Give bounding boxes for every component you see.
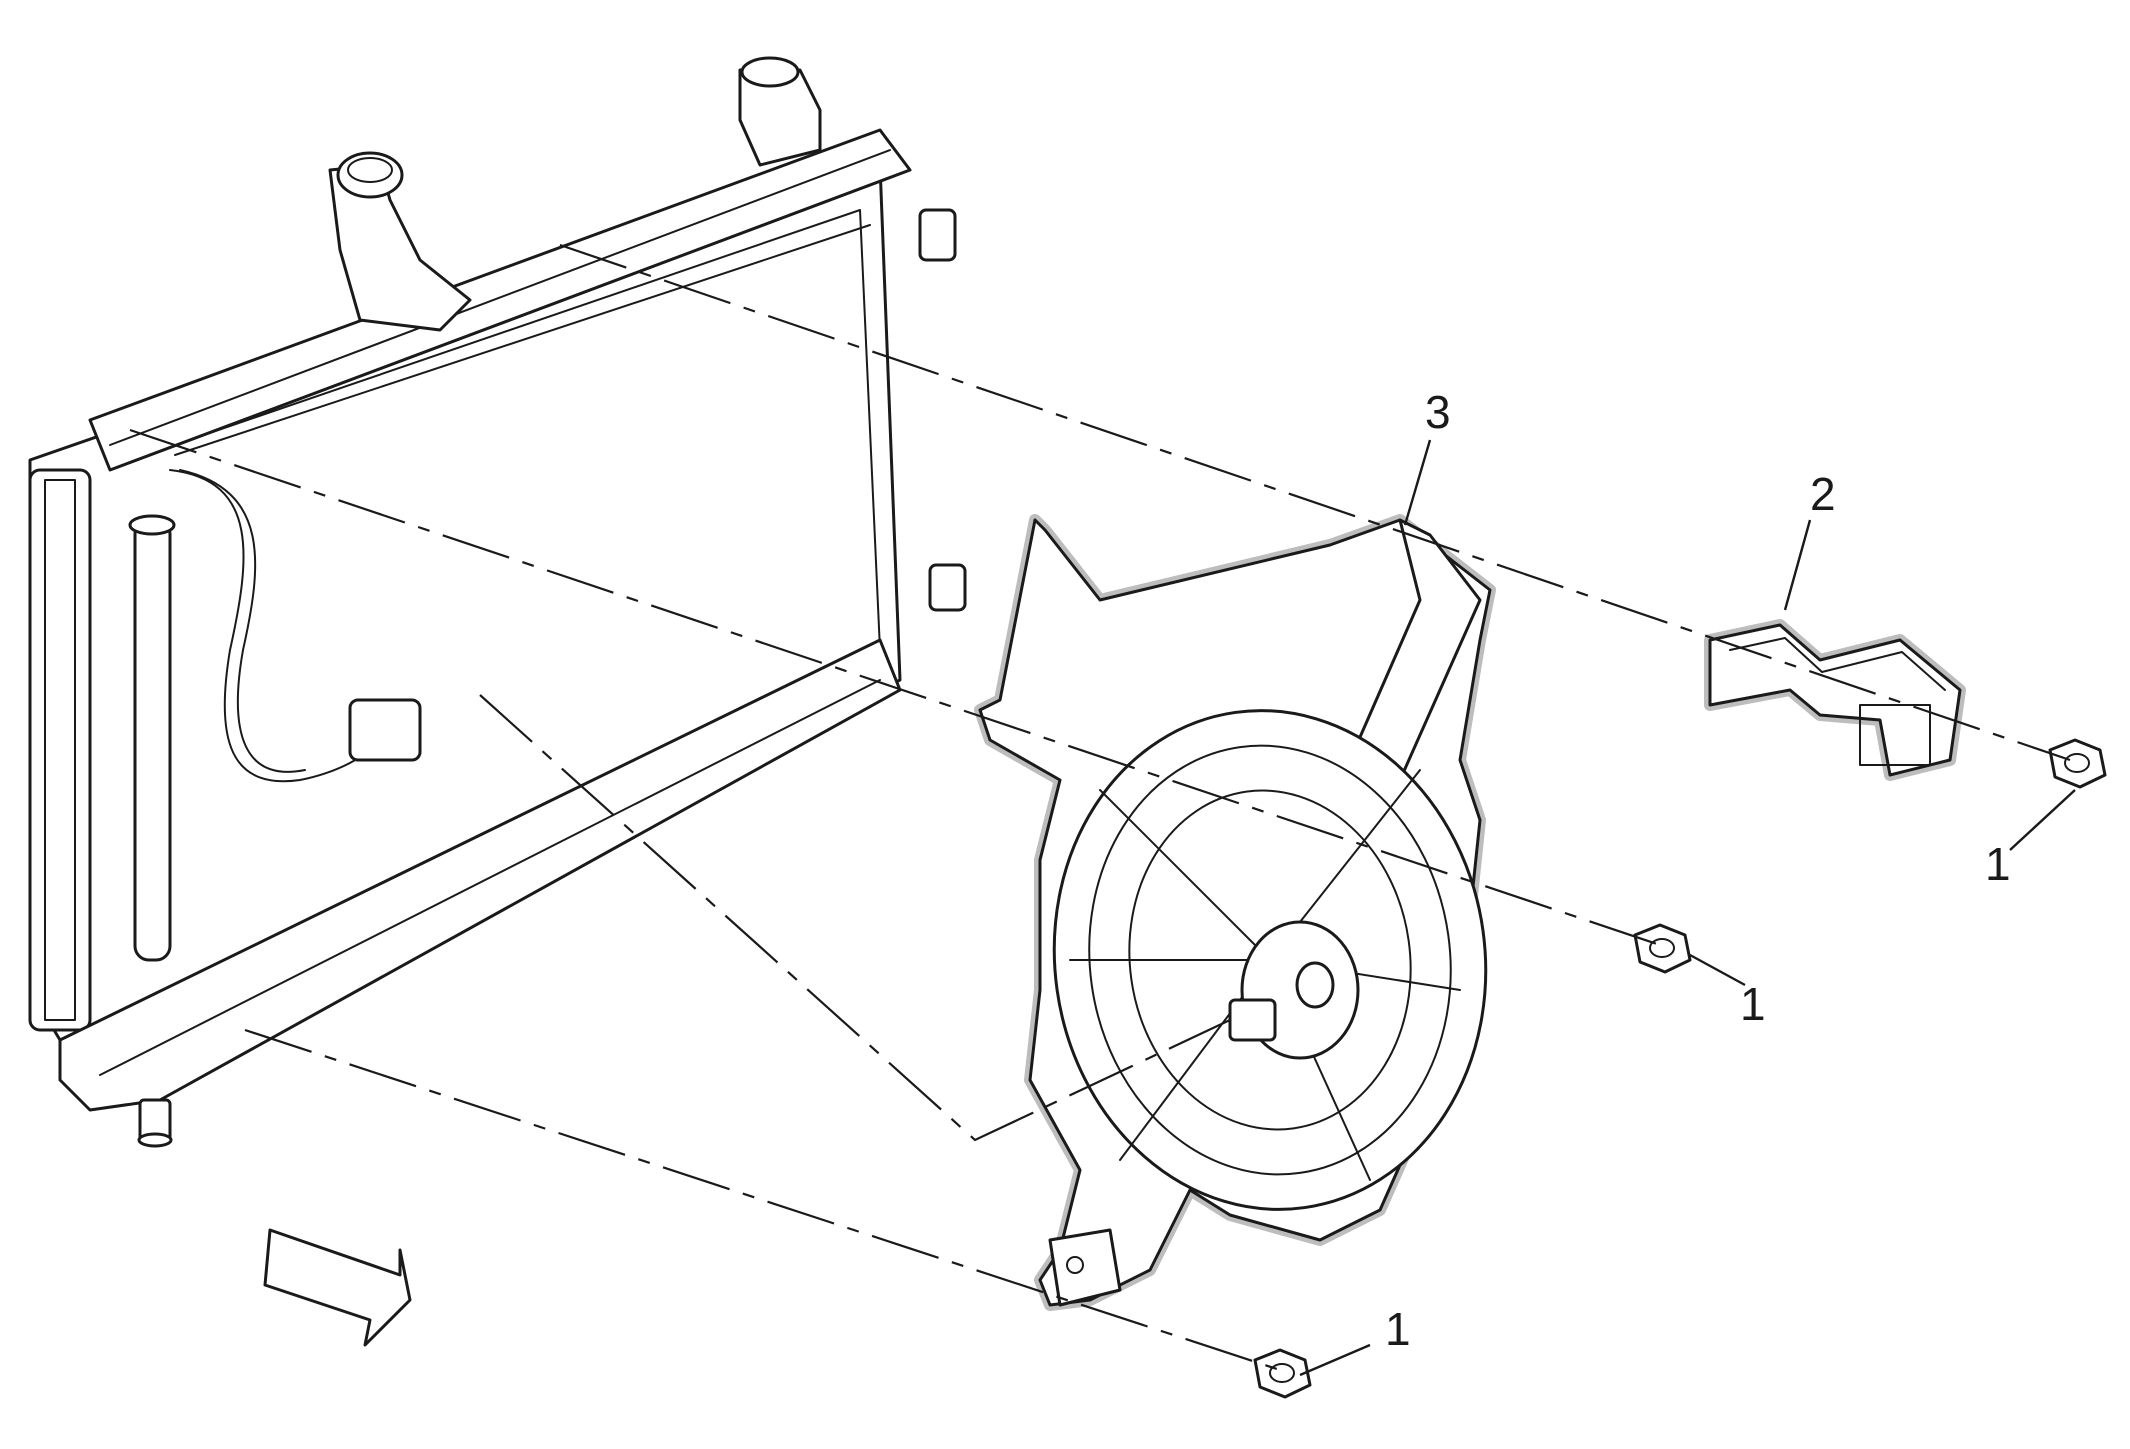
fan-bracket	[1704, 619, 1966, 781]
callout-label: 2	[1810, 468, 1836, 520]
callout-label: 1	[1740, 978, 1766, 1030]
bolt	[1253, 1348, 1312, 1399]
callout-2: 2	[1783, 468, 1836, 611]
alignment-leaders	[129, 243, 2071, 1372]
callout-1: 1	[1689, 953, 1766, 1030]
callout-label: 1	[1985, 838, 2011, 890]
callout-3: 3	[1403, 386, 1451, 526]
callout-1: 1	[1985, 789, 2076, 890]
radiator	[28, 56, 967, 1148]
callout-label: 3	[1425, 386, 1451, 438]
bolt	[1633, 923, 1692, 974]
direction-arrow-icon	[263, 1228, 412, 1347]
bolt	[2048, 738, 2107, 789]
callout-1: 1	[1299, 1303, 1411, 1377]
cooling-fan-assembly	[974, 514, 1496, 1311]
callout-label: 1	[1385, 1303, 1411, 1355]
